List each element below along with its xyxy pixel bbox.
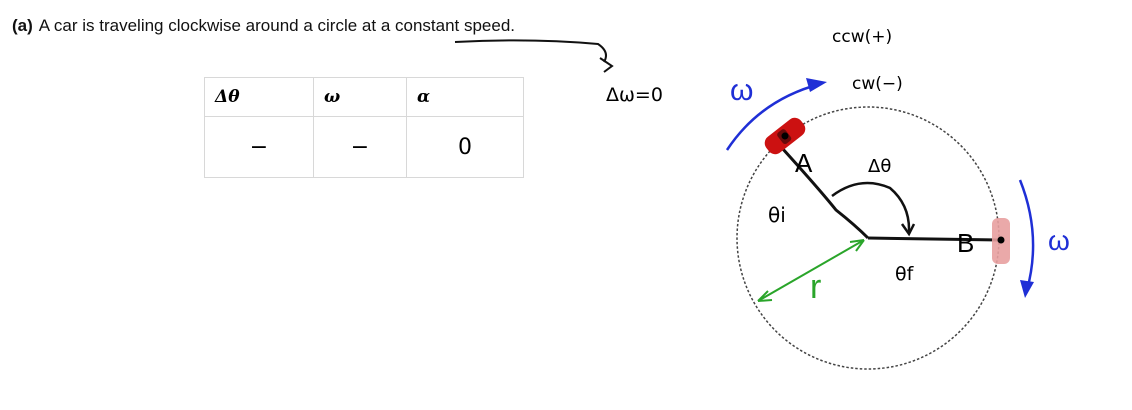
omega-label-right: ω (1048, 225, 1070, 256)
cw-label: cw(−) (852, 74, 903, 94)
delta-omega-label: Δω=0 (606, 84, 663, 106)
radius-label: r (810, 268, 821, 306)
point-b-label: B (957, 228, 974, 258)
radius-r-arrow (757, 239, 865, 302)
header-delta-theta: Δθ (204, 77, 314, 117)
radius-line-b (867, 236, 1001, 242)
theta-f-label: θf (895, 263, 915, 285)
value-alpha: 0 (406, 116, 524, 178)
delta-theta-arc (831, 181, 911, 233)
arrow-head-right (1020, 280, 1034, 298)
delta-theta-label: Δθ (868, 156, 891, 177)
delta-theta-arrowhead (900, 223, 916, 237)
r-arrowhead-out (757, 290, 773, 302)
omega-arrow-top (725, 82, 821, 151)
question-text: (a) A car is traveling clockwise around a… (12, 16, 515, 36)
point-a-label: A (795, 148, 813, 178)
question-label: (a) (12, 16, 33, 35)
radius-line-a (780, 146, 870, 240)
ccw-label: ccw(+) (832, 27, 892, 47)
r-arrowhead-in (849, 239, 865, 252)
arrow-hook (599, 57, 614, 73)
value-omega: − (313, 116, 407, 178)
theta-i-label: θi (768, 203, 786, 227)
question-body: A car is traveling clockwise around a ci… (38, 16, 516, 35)
underline-stroke (454, 39, 607, 63)
answer-table: Δθ ω α − − 0 (204, 77, 524, 178)
omega-arrow-right (1018, 179, 1035, 291)
car-a (764, 117, 806, 155)
arrow-head-top (806, 78, 827, 92)
car-b (992, 218, 1010, 264)
omega-label-top: ω (730, 74, 753, 107)
